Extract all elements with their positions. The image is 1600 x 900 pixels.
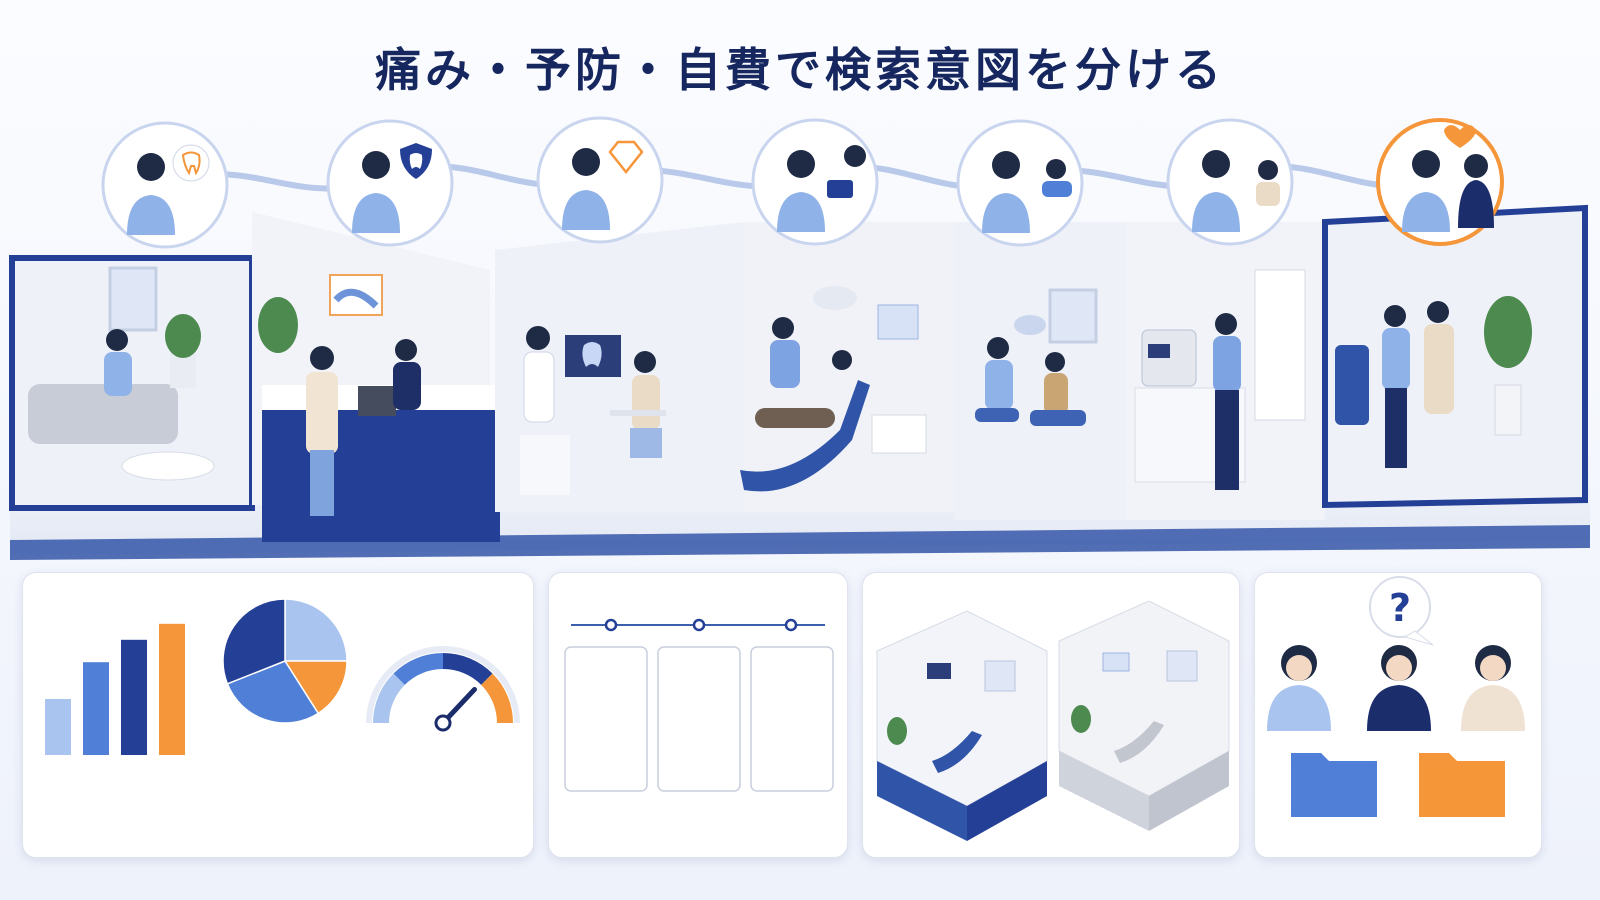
questions-graphics: ? xyxy=(1267,576,1525,817)
person-head xyxy=(137,153,165,181)
pie-slice-3 xyxy=(226,660,320,724)
bar-3 xyxy=(121,639,147,755)
journey-step-7 xyxy=(1376,118,1504,246)
room-waiting-area xyxy=(9,255,255,511)
dental-lamp xyxy=(813,286,857,310)
journey-step-5 xyxy=(956,119,1084,247)
timeline-card-3 xyxy=(750,646,834,792)
folder-icon xyxy=(1291,753,1377,817)
person-body xyxy=(982,193,1030,233)
folder-icon xyxy=(1419,753,1505,817)
room-exit-area xyxy=(1322,204,1588,509)
pie-slice-1 xyxy=(284,598,348,662)
room-reception-desk xyxy=(252,212,500,542)
bar-4 xyxy=(159,623,185,755)
timeline-graphics xyxy=(564,618,834,792)
metrics-panel xyxy=(22,572,534,858)
bar-2 xyxy=(83,662,109,755)
room-model-blue xyxy=(876,610,1048,841)
diamond-icon xyxy=(608,140,644,175)
gauge-segment-1 xyxy=(373,673,406,724)
bar-1 xyxy=(45,699,71,755)
person-head xyxy=(787,150,815,178)
instrument-tray xyxy=(871,414,927,454)
gauge-segment-3 xyxy=(442,653,493,686)
person-body xyxy=(352,193,400,233)
dental-chair xyxy=(740,380,870,492)
supply-shelf xyxy=(1254,269,1306,421)
pie-slice-2 xyxy=(283,660,348,715)
journey-step-1 xyxy=(101,121,229,249)
bench xyxy=(1335,345,1369,425)
person-head xyxy=(362,151,390,179)
timeline-node-2 xyxy=(692,618,706,632)
question-bubble-icon: ? xyxy=(1369,576,1434,646)
rooms-panel xyxy=(862,572,1240,858)
seated-woman-head xyxy=(106,329,128,351)
journey-step-4 xyxy=(751,118,879,246)
person-head xyxy=(992,151,1020,179)
reception-counter xyxy=(262,410,500,542)
person-body xyxy=(1402,192,1450,232)
journey-step-6 xyxy=(1166,118,1294,246)
gauge-hub xyxy=(434,714,452,732)
visitor-woman xyxy=(306,372,338,454)
dentist-figure xyxy=(523,351,555,423)
room-treatment-chair xyxy=(740,222,955,512)
heart-icon xyxy=(1444,125,1494,228)
person-head xyxy=(1412,150,1440,178)
timeline-node-1 xyxy=(604,618,618,632)
shield-tooth-icon xyxy=(400,143,432,179)
coffee-table xyxy=(121,451,215,481)
person-head xyxy=(572,148,600,176)
dental-checkup-icon xyxy=(1042,159,1072,197)
person-3 xyxy=(1461,645,1525,731)
room-sterilization xyxy=(1125,222,1325,520)
person-body xyxy=(1192,192,1240,232)
timeline-card-2 xyxy=(657,646,741,792)
page-title: 痛み・予防・自費で検索意図を分ける xyxy=(375,43,1225,97)
metrics-graphics xyxy=(45,598,520,755)
sofa xyxy=(28,384,178,444)
room-model-gray xyxy=(1058,600,1230,831)
tooth-cleaning-icon xyxy=(1256,160,1280,206)
person-head xyxy=(1202,150,1230,178)
plant xyxy=(165,314,201,358)
monitor xyxy=(358,386,396,416)
room-hygiene xyxy=(955,222,1125,520)
person-2 xyxy=(1367,645,1431,731)
person-1 xyxy=(1267,645,1331,731)
timeline-node-3 xyxy=(784,618,798,632)
svg-text:?: ? xyxy=(1389,586,1411,630)
gauge-segment-2 xyxy=(393,653,444,686)
large-plant xyxy=(1484,296,1532,368)
tooth-pain-bubble-icon xyxy=(172,144,210,182)
person-body xyxy=(777,192,825,232)
gauge-rim xyxy=(366,646,520,724)
journey-step-2 xyxy=(326,119,454,247)
gauge-segment-4 xyxy=(480,673,513,724)
timeline-card-1 xyxy=(564,646,648,792)
tablet-explanation-icon xyxy=(827,145,866,198)
rooms-graphics xyxy=(876,600,1230,841)
treatment-monitor xyxy=(877,304,919,340)
person-body xyxy=(562,190,610,230)
platform-edge xyxy=(10,525,1590,560)
clinic-journey-illustration xyxy=(9,116,1590,560)
journey-step-3 xyxy=(536,116,664,244)
questions-panel: ? xyxy=(1254,572,1542,858)
person-body xyxy=(127,195,175,235)
timeline-panel xyxy=(548,572,848,858)
room-consultation xyxy=(495,222,745,512)
pie-slice-4 xyxy=(222,598,286,685)
